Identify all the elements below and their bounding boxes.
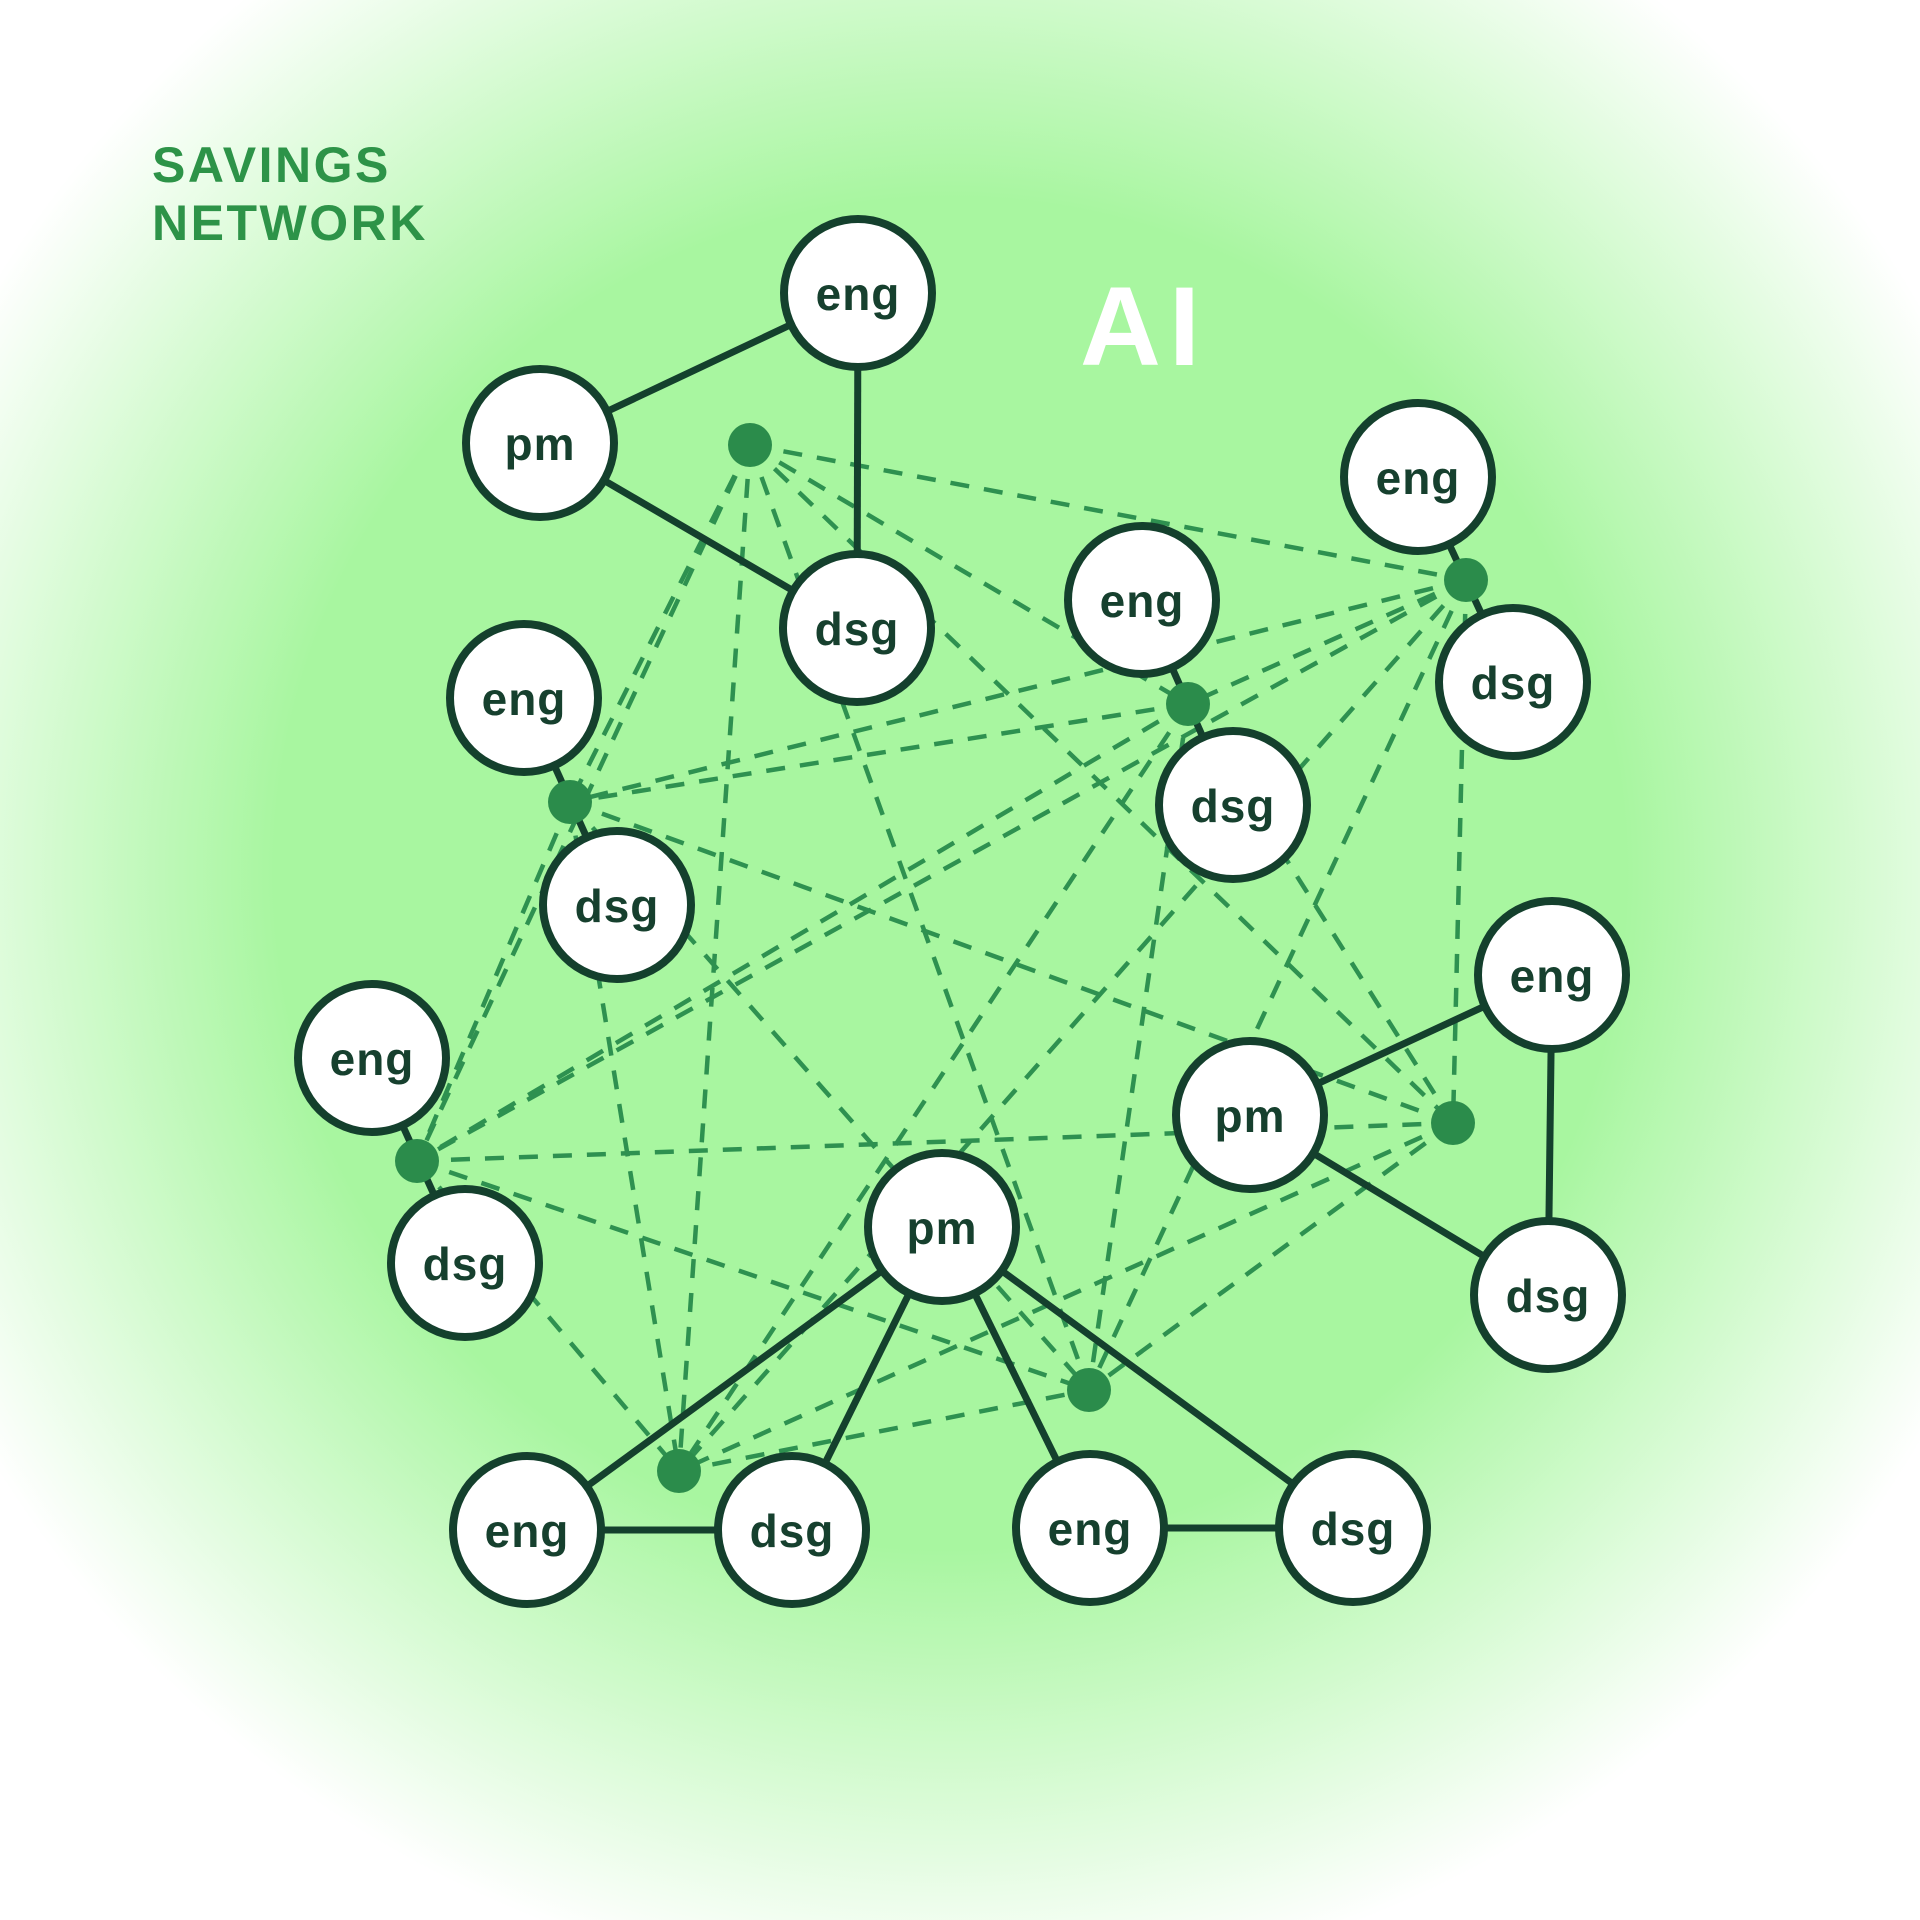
node-circle <box>1172 1037 1328 1193</box>
node-label: dsg <box>423 1238 508 1290</box>
node-circle <box>1474 897 1630 1053</box>
agent-link-dashed <box>568 800 1091 1392</box>
node-label: eng <box>1100 575 1185 627</box>
node-eng: eng <box>449 1452 605 1608</box>
agent-link-dashed <box>567 443 753 804</box>
node-label: dsg <box>1191 780 1276 832</box>
node-circle <box>714 1452 870 1608</box>
agent-link-dashed <box>1450 579 1469 1124</box>
node-circle <box>1435 604 1591 760</box>
page-title-line1: SAVINGS <box>152 137 391 193</box>
ai-agent-dot <box>395 1139 439 1183</box>
node-circle <box>1012 1450 1168 1606</box>
node-pm: pm <box>1172 1037 1328 1193</box>
node-label: eng <box>816 268 901 320</box>
node-label: pm <box>1215 1090 1286 1142</box>
page-title-line2: NETWORK <box>152 195 428 251</box>
ai-agent-dot <box>657 1449 701 1493</box>
node-dsg: dsg <box>1155 727 1311 883</box>
node-eng: eng <box>780 215 936 371</box>
node-label: pm <box>907 1202 978 1254</box>
node-eng: eng <box>1474 897 1630 1053</box>
agent-link-dashed <box>677 578 1468 1473</box>
node-circle <box>780 215 936 371</box>
agent-link-dashed <box>415 578 1468 1163</box>
node-circle <box>446 620 602 776</box>
node-label: eng <box>1048 1503 1133 1555</box>
node-label: dsg <box>575 880 660 932</box>
agent-link-dashed <box>569 799 1454 1126</box>
node-pm: pm <box>462 365 618 521</box>
node-label: dsg <box>750 1505 835 1557</box>
node-circle <box>864 1149 1020 1305</box>
node-label: dsg <box>815 603 900 655</box>
ai-agent-dot <box>1444 558 1488 602</box>
node-label: eng <box>330 1033 415 1085</box>
node-dsg: dsg <box>779 550 935 706</box>
team-link-solid <box>524 1224 945 1533</box>
agent-link-dashed <box>676 444 753 1472</box>
node-eng: eng <box>1012 1450 1168 1606</box>
agent-link-dashed <box>678 1120 1454 1474</box>
node-circle <box>449 1452 605 1608</box>
ai-agent-dot <box>1431 1101 1475 1145</box>
agent-link-dashed <box>678 1387 1090 1474</box>
agent-link-dashed <box>1087 1121 1455 1392</box>
node-circle <box>294 980 450 1136</box>
node-label: pm <box>505 418 576 470</box>
ai-agent-dot <box>548 780 592 824</box>
node-dsg: dsg <box>387 1185 543 1341</box>
node-circle <box>1340 399 1496 555</box>
ai-agent-dot <box>1067 1368 1111 1412</box>
node-label: dsg <box>1506 1270 1591 1322</box>
agent-link-dashed <box>569 577 1467 805</box>
node-label: eng <box>485 1505 570 1557</box>
node-label: eng <box>1510 950 1595 1002</box>
node-label: eng <box>482 673 567 725</box>
agent-link-dashed <box>416 1158 1090 1393</box>
node-label: dsg <box>1311 1503 1396 1555</box>
agent-link-dashed <box>677 702 1190 1473</box>
node-dsg: dsg <box>1470 1217 1626 1373</box>
node-eng: eng <box>446 620 602 776</box>
node-eng: eng <box>294 980 450 1136</box>
node-dsg: dsg <box>1275 1450 1431 1606</box>
ai-agent-dot <box>1166 682 1210 726</box>
ai-agent-dot <box>728 423 772 467</box>
node-circle <box>1155 727 1311 883</box>
node-circle <box>387 1185 543 1341</box>
node-circle <box>779 550 935 706</box>
node-label: dsg <box>1471 657 1556 709</box>
agent-link-dashed <box>415 702 1190 1163</box>
agent-link-dashed <box>1187 577 1467 707</box>
agent-link-dashed <box>414 444 753 1162</box>
node-eng: eng <box>1340 399 1496 555</box>
node-pm: pm <box>864 1149 1020 1305</box>
node-dsg: dsg <box>539 827 695 983</box>
agent-link-dashed <box>1086 579 1469 1391</box>
team-link-solid <box>939 1224 1356 1531</box>
node-circle <box>1275 1450 1431 1606</box>
ai-watermark-label: AI <box>1080 264 1208 389</box>
agent-link-dashed <box>569 701 1189 805</box>
node-dsg: dsg <box>714 1452 870 1608</box>
node-dsg: dsg <box>1435 604 1591 760</box>
node-eng: eng <box>1064 522 1220 678</box>
node-circle <box>462 365 618 521</box>
node-circle <box>539 827 695 983</box>
node-circle <box>1064 522 1220 678</box>
node-label: eng <box>1376 452 1461 504</box>
node-circle <box>1470 1217 1626 1373</box>
